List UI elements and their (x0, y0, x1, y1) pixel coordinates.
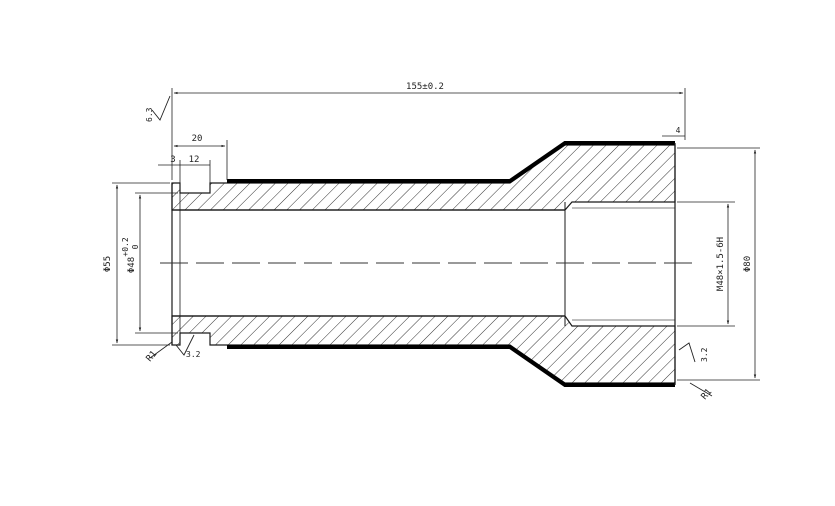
overall-length-label: 155±0.2 (406, 82, 444, 92)
radius-label-left: R1 (145, 349, 160, 364)
dim-label-d48: Φ48 (127, 257, 137, 273)
dim-label-d48-tol-lower: 0 (131, 244, 140, 249)
radius-leader-right (689, 382, 713, 397)
dim-label-thread: M48×1.5-6H (716, 237, 726, 291)
dim-label-12: 12 (189, 155, 200, 165)
dim-label-d80: Φ80 (743, 256, 753, 272)
radius-leader-left (149, 341, 173, 359)
lower-outer-contour (227, 345, 675, 387)
surface-finish-general-symbol: 6.3 (145, 95, 171, 122)
surface-finish-general-label: 6.3 (145, 107, 154, 122)
upper-outer-contour (227, 141, 675, 183)
upper-wall-section (171, 144, 676, 211)
surface-finish-right-label: 3.2 (700, 347, 709, 362)
dim-label-d48-tol-upper: +0.2 (121, 237, 130, 256)
radius-label-right: R1 (700, 387, 715, 402)
surface-finish-left-label: 3.2 (186, 350, 201, 359)
dim-label-4: 4 (676, 126, 681, 135)
dim-label-d55: Φ55 (103, 256, 113, 272)
dim-label-20: 20 (192, 134, 203, 144)
dim-label-3: 3 (170, 155, 175, 165)
surface-finish-left-symbol: 3.2 (175, 334, 201, 359)
surface-finish-right-symbol: 3.2 (678, 342, 709, 363)
